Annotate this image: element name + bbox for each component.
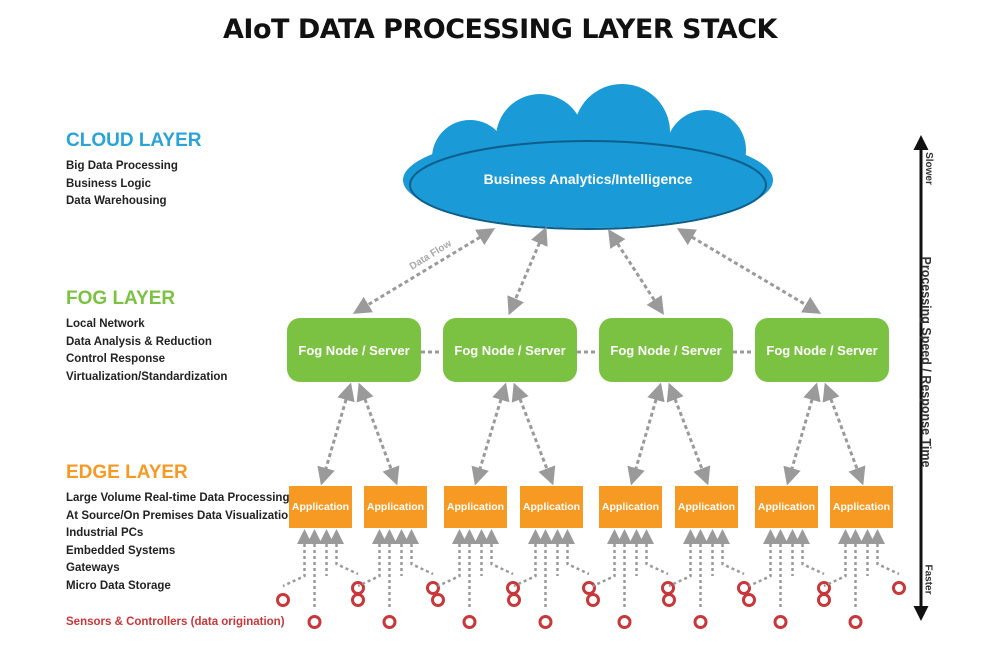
sensor-node — [661, 581, 675, 595]
fog-layer-item: Data Analysis & Reduction — [66, 335, 212, 348]
sensor-link — [282, 529, 312, 588]
sensor-link — [795, 529, 825, 576]
sensor-node — [538, 615, 553, 629]
application-box: Application — [520, 486, 583, 528]
sensor-link — [715, 529, 745, 576]
fog-node: Fog Node / Server — [755, 318, 889, 382]
application-box: Application — [675, 486, 738, 528]
sensor-node — [892, 581, 906, 595]
application-box: Application — [289, 486, 352, 528]
cloud-layer-item: Big Data Processing — [66, 160, 178, 172]
sensor-node — [426, 581, 440, 595]
fog-node: Fog Node / Server — [443, 318, 577, 382]
fog-node: Fog Node / Server — [599, 318, 733, 382]
axis-bottom-label: Faster — [922, 564, 934, 595]
application-box: Application — [444, 486, 507, 528]
axis-label: Processing Speed / Response Time — [919, 256, 933, 468]
sensor-node — [506, 581, 520, 595]
sensor-link — [437, 529, 467, 588]
sensor-link — [823, 529, 853, 588]
page-title: AIoT DATA PROCESSING LAYER STACK — [223, 14, 777, 45]
sensor-node — [382, 615, 397, 629]
cloud-layer-item: Business Logic — [66, 177, 151, 190]
axis-top-label: Slower — [922, 152, 934, 185]
fog-layer-title: FOG LAYER — [66, 288, 176, 309]
cloud-shape — [403, 84, 773, 230]
sensor-node — [582, 581, 596, 595]
sensor-node — [817, 581, 831, 595]
sensor-node — [351, 581, 365, 595]
sensor-node — [693, 615, 708, 629]
fog-layer-item: Control Response — [66, 353, 166, 365]
application-box: Application — [830, 486, 893, 528]
fog-layer-item: Virtualization/Standardization — [66, 370, 228, 383]
sensor-node — [507, 593, 521, 607]
sensor-node — [737, 581, 751, 595]
sensor-node — [773, 615, 788, 629]
sensor-node — [431, 593, 445, 607]
sensor-link — [357, 529, 387, 588]
application-box: Application — [599, 486, 662, 528]
application-box: Application — [755, 486, 818, 528]
edge-layer-item: At Source/On Premises Data Visualization — [66, 509, 296, 522]
sensor-node — [662, 593, 676, 607]
sensor-node — [617, 615, 632, 629]
sensor-node — [462, 615, 477, 629]
sensor-node — [307, 615, 322, 629]
sensor-link — [329, 529, 359, 576]
cloud-label: Business Analytics/Intelligence — [484, 171, 693, 187]
fog-node: Fog Node / Server — [287, 318, 421, 382]
sensor-link — [748, 529, 778, 588]
cloud-layer-legend: CLOUD LAYER Big Data Processing Business… — [66, 130, 201, 211]
application-box: Application — [364, 486, 427, 528]
sensor-link — [870, 529, 900, 576]
sensor-link — [592, 529, 622, 588]
edge-layer-title: EDGE LAYER — [66, 462, 188, 483]
edge-layer-item: Large Volume Real-time Data Processing — [66, 492, 290, 504]
sensor-link — [639, 529, 669, 576]
sensor-link — [404, 529, 434, 576]
edge-layer-item: Micro Data Storage — [66, 579, 171, 592]
sensor-node — [586, 593, 600, 607]
fog-app-links — [317, 382, 866, 486]
sensor-link — [668, 529, 698, 588]
sensor-node — [351, 593, 365, 607]
sensor-link — [513, 529, 543, 588]
sensor-node — [742, 593, 756, 607]
edge-layer-item: Industrial PCs — [66, 527, 144, 539]
sensor-node — [276, 593, 290, 607]
fog-layer-legend: FOG LAYER Local Network Data Analysis & … — [66, 288, 227, 386]
sensors-label: Sensors & Controllers (data origination) — [66, 616, 285, 628]
sensor-links — [276, 529, 906, 629]
sensor-link — [560, 529, 590, 576]
sensor-link — [484, 529, 514, 576]
cloud-layer-title: CLOUD LAYER — [66, 130, 202, 151]
edge-layer-item: Embedded Systems — [66, 544, 176, 557]
fog-layer-item: Local Network — [66, 318, 145, 330]
edge-layer-legend: EDGE LAYER Large Volume Real-time Data P… — [66, 462, 295, 595]
sensor-node — [848, 615, 863, 629]
sensor-node — [817, 593, 831, 607]
cloud-fog-links — [352, 226, 822, 316]
edge-layer-item: Gateways — [66, 562, 120, 574]
cloud-layer-item: Data Warehousing — [66, 195, 167, 207]
